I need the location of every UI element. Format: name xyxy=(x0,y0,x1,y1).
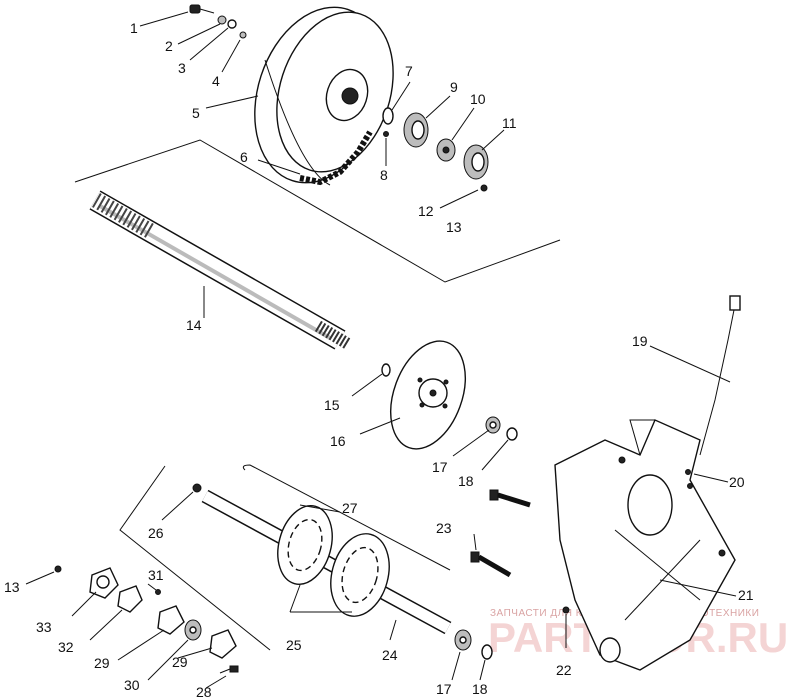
callout-10: 10 xyxy=(470,91,486,107)
callout-22: 22 xyxy=(556,662,572,678)
sprocket-25a xyxy=(277,505,333,585)
callout-17-upper: 17 xyxy=(432,459,448,475)
group-outline-upper xyxy=(74,139,561,283)
callout-9: 9 xyxy=(450,79,458,95)
callout-33: 33 xyxy=(36,619,52,635)
washer-3 xyxy=(227,19,237,29)
jackshaft-14 xyxy=(89,190,352,350)
callout-28: 28 xyxy=(196,684,212,699)
callout-20: 20 xyxy=(729,474,745,490)
callout-13-lower: 13 xyxy=(4,579,20,595)
nut-13-upper xyxy=(480,184,488,192)
callout-29-right: 29 xyxy=(172,654,188,670)
group-outline-left xyxy=(119,465,271,651)
leader-lines xyxy=(25,11,737,689)
callout-8: 8 xyxy=(380,167,388,183)
bolt-26 xyxy=(192,483,202,493)
washer-2 xyxy=(217,15,227,25)
callout-21: 21 xyxy=(738,587,754,603)
flange-29b xyxy=(209,629,237,659)
callout-26: 26 xyxy=(148,525,164,541)
callout-15: 15 xyxy=(324,397,340,413)
snap-ring-15 xyxy=(381,363,391,377)
seal-18-upper xyxy=(506,427,518,441)
callout-11: 11 xyxy=(502,115,517,131)
nut-4 xyxy=(239,31,247,39)
bearing-17-lower xyxy=(454,629,472,651)
callouts: 1 2 3 4 5 6 7 8 9 10 11 12 13 14 15 16 1… xyxy=(4,20,754,699)
bolt-28 xyxy=(219,665,239,674)
callout-5: 5 xyxy=(192,105,200,121)
bolt-22 xyxy=(562,606,570,614)
callout-25: 25 xyxy=(286,637,302,653)
callout-6: 6 xyxy=(240,149,248,165)
callout-18-lower: 18 xyxy=(472,681,488,697)
sprocket-25b xyxy=(330,533,390,617)
callout-7: 7 xyxy=(405,63,413,79)
bearing-17-upper xyxy=(485,416,501,434)
drive-chain xyxy=(299,130,373,186)
callout-18-upper: 18 xyxy=(458,473,474,489)
seal-18-lower xyxy=(481,644,493,660)
callout-16: 16 xyxy=(330,433,346,449)
bolt-23-upper xyxy=(489,489,531,508)
bearing-10 xyxy=(436,138,456,162)
callout-19: 19 xyxy=(632,333,648,349)
bolt-23 xyxy=(470,551,512,578)
callout-3: 3 xyxy=(178,60,186,76)
cable-19 xyxy=(699,295,741,456)
callout-4: 4 xyxy=(212,73,220,89)
seal-32 xyxy=(117,585,143,613)
bearing-cap-11 xyxy=(463,144,489,180)
callout-32: 32 xyxy=(58,639,74,655)
callout-27: 27 xyxy=(342,500,358,516)
callout-12: 12 xyxy=(418,203,434,219)
brake-disc-16 xyxy=(390,340,466,450)
screw-8 xyxy=(383,131,389,137)
callout-23: 23 xyxy=(436,520,452,536)
callout-24: 24 xyxy=(382,647,398,663)
flange-29a xyxy=(157,605,185,635)
nut-31 xyxy=(155,589,161,595)
brake-disc-pulley xyxy=(254,6,394,186)
group-bracket-27 xyxy=(242,464,451,571)
chaincase-housing xyxy=(554,419,736,671)
bearing-housing-9 xyxy=(403,112,429,148)
callout-1: 1 xyxy=(130,20,138,36)
bearing-30 xyxy=(184,619,202,641)
callout-13-upper: 13 xyxy=(446,219,462,235)
callout-29-left: 29 xyxy=(94,655,110,671)
bolt-1 xyxy=(189,4,215,14)
callout-14: 14 xyxy=(186,317,202,333)
callout-31: 31 xyxy=(148,567,164,583)
callout-17-lower: 17 xyxy=(436,681,452,697)
washer-7 xyxy=(382,107,394,125)
nut-13-lower xyxy=(54,565,62,573)
callout-30: 30 xyxy=(124,677,140,693)
callout-2: 2 xyxy=(165,38,173,54)
fasteners-20 xyxy=(685,469,693,489)
flange-33 xyxy=(89,567,119,599)
